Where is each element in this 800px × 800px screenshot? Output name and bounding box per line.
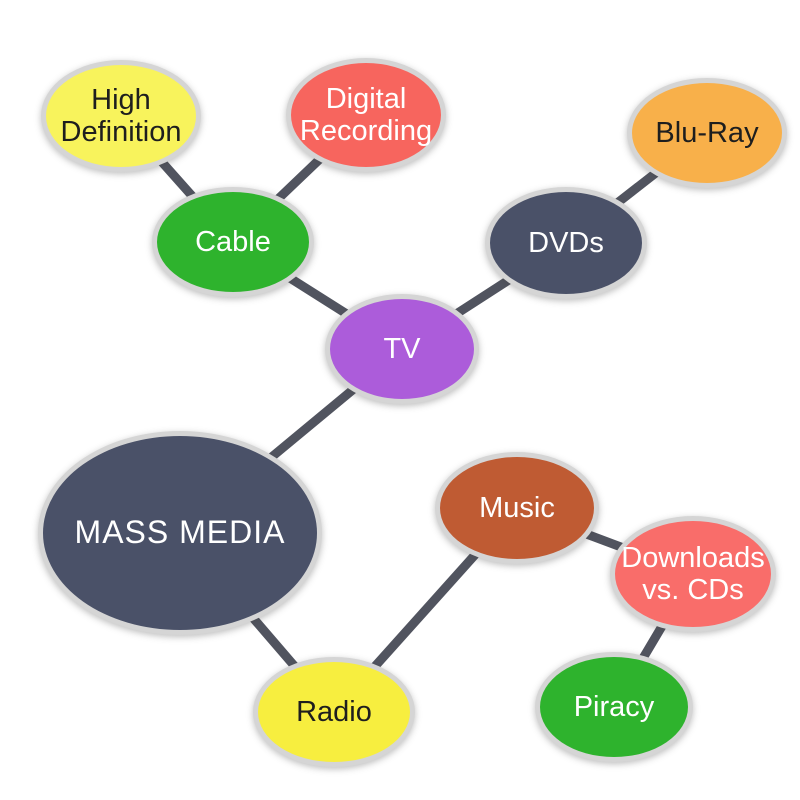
node-high-definition[interactable]: High Definition (41, 60, 201, 172)
node-blu-ray[interactable]: Blu-Ray (627, 78, 787, 188)
node-downloads-cds[interactable]: Downloads vs. CDs (610, 516, 776, 632)
node-mass-media[interactable]: MASS MEDIA (38, 431, 322, 635)
node-dvds[interactable]: DVDs (485, 187, 647, 299)
node-piracy[interactable]: Piracy (535, 652, 693, 762)
node-music[interactable]: Music (435, 452, 599, 564)
node-tv[interactable]: TV (325, 294, 479, 404)
node-cable[interactable]: Cable (152, 187, 314, 297)
node-radio[interactable]: Radio (253, 657, 415, 767)
node-digital-recording[interactable]: Digital Recording (286, 58, 446, 172)
